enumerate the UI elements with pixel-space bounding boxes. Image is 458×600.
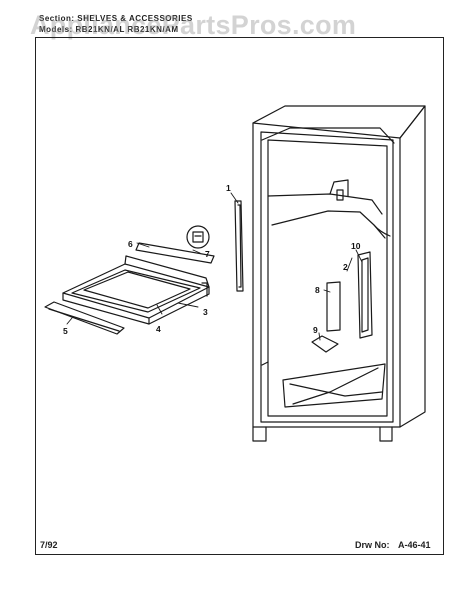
callout-3: 3 bbox=[203, 307, 208, 317]
callout-9: 9 bbox=[313, 325, 318, 335]
callout-10: 10 bbox=[351, 241, 361, 251]
refrigerator-cabinet bbox=[252, 105, 426, 442]
part-5-front-trim bbox=[44, 301, 125, 335]
section-title: Section: SHELVES & ACCESSORIES bbox=[39, 14, 193, 23]
watermark-logo: AppliancePartsPros.com bbox=[30, 10, 357, 40]
leader-lines bbox=[66, 192, 363, 341]
part-callouts: 1 2 3 4 5 6 7 8 9 10 bbox=[63, 183, 361, 336]
drawing-number-label: Drw No: bbox=[355, 540, 390, 550]
drawing-frame bbox=[35, 37, 444, 555]
part-1-trim-strip bbox=[234, 200, 244, 292]
part-6-shelf-strip bbox=[135, 242, 215, 264]
callout-2: 2 bbox=[343, 262, 348, 272]
callout-5: 5 bbox=[63, 326, 68, 336]
callout-7: 7 bbox=[205, 249, 210, 259]
callout-1: 1 bbox=[226, 183, 231, 193]
callout-4: 4 bbox=[156, 324, 161, 334]
callout-8: 8 bbox=[315, 285, 320, 295]
footer-date: 7/92 bbox=[40, 540, 58, 550]
part-4-shelf-frame bbox=[62, 255, 210, 325]
part-7-clip bbox=[186, 225, 210, 249]
callout-6: 6 bbox=[128, 239, 133, 249]
model-numbers: Models: RB21KN/AL RB21KN/AM bbox=[39, 25, 179, 34]
drawing-number: A-46-41 bbox=[398, 540, 431, 550]
part-3-glass-insert bbox=[83, 271, 191, 309]
